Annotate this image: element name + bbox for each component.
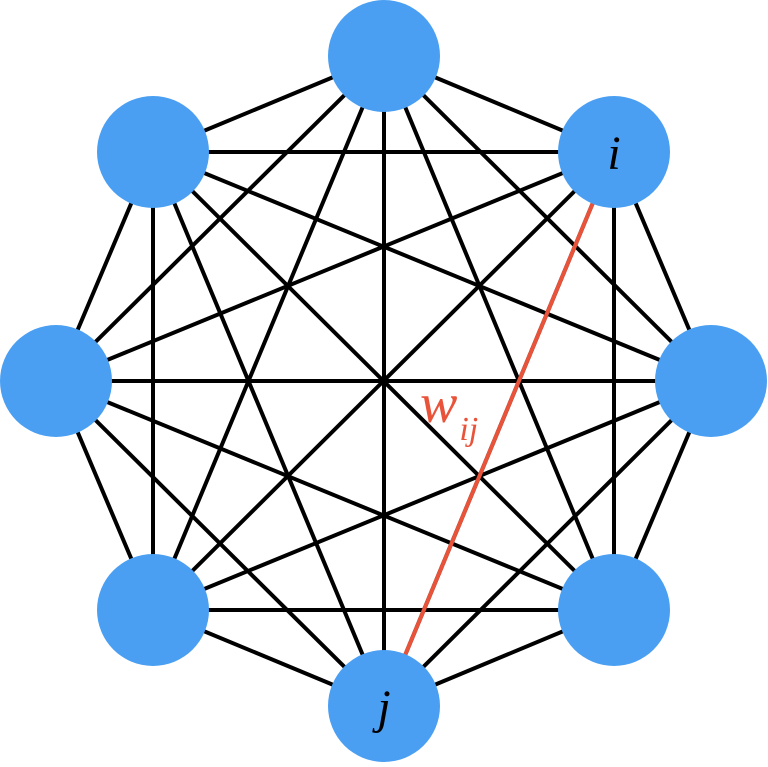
edge-1-6 [54, 150, 616, 383]
edge-4-6 [54, 379, 386, 708]
node-label-i: i [607, 127, 620, 180]
node-0 [328, 0, 440, 112]
node-1 [558, 96, 670, 208]
node-5 [97, 554, 209, 666]
highlight-layer [382, 150, 616, 708]
edge-2-7 [151, 150, 713, 383]
edge-4-7 [151, 150, 386, 708]
node-7 [97, 96, 209, 208]
node-4 [328, 650, 440, 762]
node-6 [0, 325, 112, 437]
edge-3-7 [151, 150, 616, 612]
edge-weight-symbol: w [420, 373, 457, 435]
node-3 [558, 554, 670, 666]
edge-3-6 [54, 379, 616, 612]
edge-weight-label: wij [420, 373, 478, 448]
highlighted-edge-ij [382, 150, 616, 708]
edge-weight-subscript: ij [459, 411, 478, 448]
node-2 [655, 325, 767, 437]
